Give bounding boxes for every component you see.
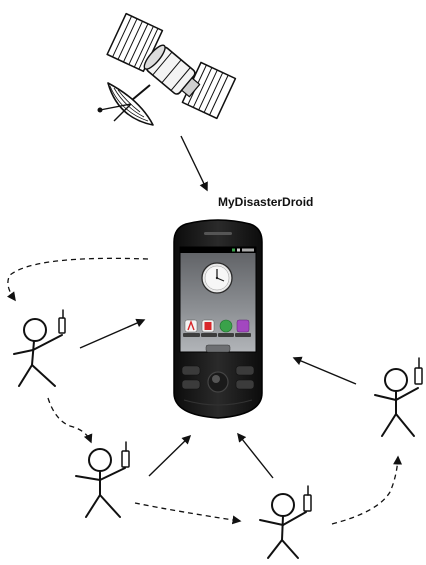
arrow-satellite-to-phone xyxy=(181,136,207,190)
smartphone-icon xyxy=(174,220,262,418)
arrow-person4-to-phone xyxy=(294,358,356,384)
arrow-person3-to-phone xyxy=(238,434,273,478)
arrow-person2-to-phone xyxy=(149,436,190,476)
device-label: MyDisasterDroid xyxy=(218,195,313,209)
person-4-icon xyxy=(375,358,422,436)
arrow-person1-to-phone xyxy=(80,320,144,348)
clock-widget-icon xyxy=(202,263,232,293)
relay-person2-to-person3 xyxy=(135,503,240,521)
handheld-radio-icon xyxy=(304,486,311,511)
relay-person1-to-person2 xyxy=(48,398,91,442)
handheld-radio-icon xyxy=(59,310,65,333)
handheld-radio-icon xyxy=(415,358,422,384)
handheld-radio-icon xyxy=(122,442,129,467)
relay-phone-to-person1 xyxy=(8,258,148,300)
person-3-icon xyxy=(260,486,311,558)
person-1-icon xyxy=(14,310,65,386)
relay-person3-to-person4 xyxy=(332,457,398,524)
satellite-icon xyxy=(98,14,235,125)
person-2-icon xyxy=(76,442,129,517)
